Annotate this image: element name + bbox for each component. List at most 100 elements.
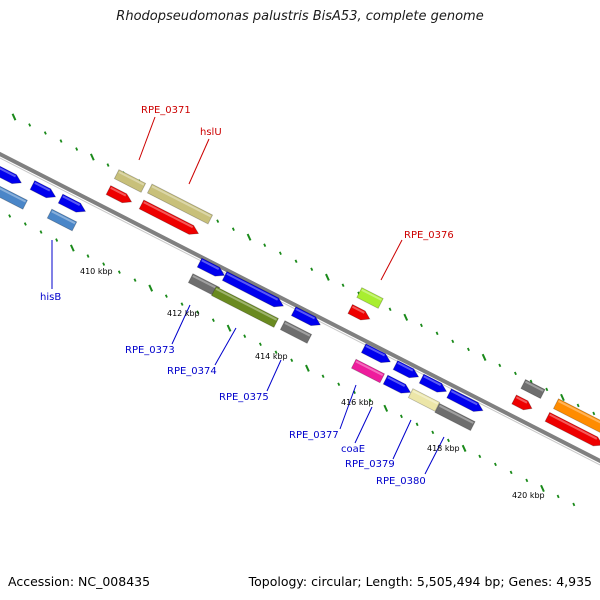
scale-label-410: 410 kbp — [80, 267, 113, 276]
gene-RPE_0375[interactable] — [279, 320, 313, 344]
gene-shape-RPE_0379[interactable] — [407, 388, 441, 412]
gene-far-red-2[interactable] — [544, 411, 600, 449]
gene-highlight-far-red-2 — [549, 413, 598, 440]
gene-hslU-red[interactable] — [138, 199, 201, 238]
gene-RPE_0371[interactable] — [113, 169, 147, 193]
gene-shape-right-blue-1[interactable] — [360, 343, 392, 367]
gene-shape-far-red[interactable] — [511, 394, 534, 413]
gene-shape-RPE_0380[interactable] — [434, 402, 476, 432]
gene-far-red[interactable] — [511, 394, 534, 413]
gene-shape-hisB[interactable] — [46, 208, 78, 232]
gene-shape-RPE_0374[interactable] — [211, 286, 279, 328]
gene-label-RPE_0379[interactable]: RPE_0379 — [345, 459, 395, 470]
gene-highlight-RPE_0380 — [438, 404, 474, 424]
gene-label-RPE_0373[interactable]: RPE_0373 — [125, 345, 175, 356]
gene-shape-left-blue-2[interactable] — [29, 180, 58, 202]
gene-RPE_0379[interactable] — [407, 388, 441, 412]
scale-label-416: 416 kbp — [341, 398, 374, 407]
inner-tick — [337, 382, 341, 387]
inner-tick — [446, 438, 450, 443]
gene-shape-RPE_0376[interactable] — [356, 287, 384, 309]
gene-shape-mid-blue-3[interactable] — [290, 306, 322, 330]
gene-label-RPE_0380[interactable]: RPE_0380 — [376, 476, 426, 487]
gene-highlight-RPE_0376 — [361, 288, 382, 301]
inner-tick — [55, 238, 59, 242]
gene-shape-RPE_0375[interactable] — [279, 320, 313, 344]
gene-shape-hslU-red[interactable] — [138, 199, 201, 238]
gene-highlight-hslU — [151, 185, 212, 218]
gene-mid-blue-3[interactable] — [290, 306, 322, 330]
gene-highlight-left-blue-2 — [34, 181, 51, 192]
gene-left-blue-3[interactable] — [57, 193, 87, 216]
inner-tick — [572, 502, 576, 507]
inner-tick — [461, 444, 467, 452]
gene-hisB[interactable] — [46, 208, 78, 232]
gene-shape-left-blue-3[interactable] — [57, 193, 87, 216]
gene-shape-left-blue-1[interactable] — [0, 164, 24, 188]
gene-left-blue-2[interactable] — [29, 180, 58, 202]
gene-highlight-RPE_0373-blue — [226, 272, 279, 301]
scale-label-414: 414 kbp — [255, 352, 288, 361]
gene-label-RPE_0376[interactable]: RPE_0376 — [404, 230, 454, 241]
gene-RPE_0376-red[interactable] — [347, 304, 372, 324]
gene-right-blue-3[interactable] — [418, 373, 448, 396]
inner-tick — [274, 350, 278, 354]
gene-label-hslU[interactable]: hslU — [200, 127, 222, 138]
gene-RPE_0380[interactable] — [434, 402, 476, 432]
outer-tick — [498, 363, 502, 368]
gene-shape-coaE[interactable] — [382, 374, 412, 397]
gene-RPE_0377[interactable] — [350, 358, 386, 384]
gene-label-RPE_0375[interactable]: RPE_0375 — [219, 392, 269, 403]
gene-label-hisB[interactable]: hisB — [40, 292, 61, 303]
gene-label-coaE[interactable]: coaE — [341, 444, 365, 455]
inner-tick — [494, 462, 497, 467]
gene-left-steelblue-1[interactable] — [0, 184, 28, 210]
inner-tick — [509, 470, 513, 475]
inner-tick — [196, 310, 200, 314]
leader-RPE_0376 — [380, 239, 403, 281]
inner-tick — [431, 430, 435, 435]
outer-tick — [90, 153, 95, 161]
inner-tick — [478, 454, 482, 459]
gene-right-blue-1[interactable] — [360, 343, 392, 367]
outer-tick — [419, 323, 423, 328]
gene-shape-hslU[interactable] — [146, 183, 214, 225]
gene-label-RPE_0371[interactable]: RPE_0371 — [141, 105, 191, 116]
gene-left-blue-1[interactable] — [0, 164, 24, 188]
gene-mid-blue-1[interactable] — [196, 257, 226, 280]
inner-tick — [556, 494, 560, 499]
gene-RPE_0376[interactable] — [356, 287, 384, 309]
gene-shape-right-blue-4[interactable] — [446, 388, 485, 415]
outer-tick — [435, 331, 439, 336]
gene-shape-right-blue-2[interactable] — [392, 360, 421, 382]
gene-highlight-coaE — [387, 376, 406, 387]
gene-shape-RPE_0371-red[interactable] — [105, 185, 134, 207]
gene-shape-mid-blue-1[interactable] — [196, 257, 226, 280]
gene-far-grey[interactable] — [520, 379, 546, 399]
gene-shape-right-blue-3[interactable] — [418, 373, 448, 396]
gene-RPE_0371-red[interactable] — [105, 185, 134, 207]
gene-RPE_0373-blue[interactable] — [221, 270, 285, 311]
gene-shape-far-grey[interactable] — [520, 379, 546, 399]
gene-shape-far-red-2[interactable] — [544, 411, 600, 449]
gene-shape-RPE_0376-red[interactable] — [347, 304, 372, 324]
gene-shape-RPE_0377[interactable] — [350, 358, 386, 384]
gene-right-blue-4[interactable] — [446, 388, 485, 415]
gene-shape-RPE_0373-blue[interactable] — [221, 270, 285, 311]
gene-shape-left-steelblue-1[interactable] — [0, 184, 28, 210]
gene-coaE[interactable] — [382, 374, 412, 397]
gene-far-orange[interactable] — [552, 398, 600, 434]
gene-right-blue-2[interactable] — [392, 360, 421, 382]
inner-tick — [102, 262, 106, 266]
gene-shape-far-orange[interactable] — [552, 398, 600, 434]
gene-hslU[interactable] — [146, 183, 214, 225]
inner-tick — [8, 214, 12, 218]
outer-tick — [294, 259, 298, 263]
outer-tick — [106, 163, 110, 167]
genome-summary-text: Topology: circular; Length: 5,505,494 bp… — [248, 574, 592, 589]
gene-shape-RPE_0371[interactable] — [113, 169, 147, 193]
gene-RPE_0374[interactable] — [211, 286, 279, 328]
gene-label-RPE_0377[interactable]: RPE_0377 — [289, 430, 339, 441]
outer-tick — [576, 403, 580, 408]
gene-label-RPE_0374[interactable]: RPE_0374 — [167, 366, 217, 377]
